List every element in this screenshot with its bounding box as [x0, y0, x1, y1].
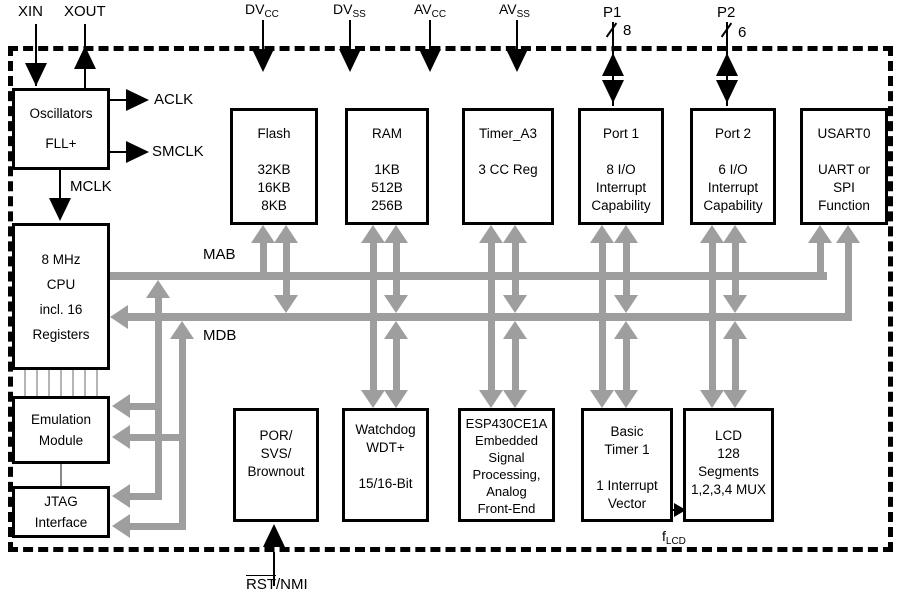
flcd-line	[670, 509, 676, 511]
mab-bus	[110, 272, 827, 280]
avss-pin-label: AVSS	[499, 1, 530, 20]
p2-arrow-up-icon	[716, 53, 738, 76]
dvcc-pin-label: DVCC	[245, 1, 279, 20]
aclk-arrow-icon	[126, 89, 149, 111]
rst-arrow-icon	[263, 524, 285, 547]
chip-boundary	[8, 46, 893, 552]
aclk-label: ACLK	[154, 91, 194, 108]
p2-pin-label: P2	[717, 4, 736, 21]
xin-pin-label: XIN	[18, 3, 44, 20]
avcc-pin-label: AVCC	[414, 1, 447, 20]
smclk-arrow-icon	[126, 141, 149, 163]
p2-bus-width: 6	[738, 24, 747, 41]
smclk-line	[110, 151, 127, 153]
dvss-pin-label: DVSS	[333, 1, 366, 20]
p1-pin-label: P1	[603, 4, 622, 21]
mdb-label: MDB	[203, 327, 237, 344]
flcd-label: fLCD	[662, 528, 686, 547]
xout-pin-label: XOUT	[64, 3, 106, 20]
p1-bus-width: 8	[623, 22, 632, 39]
p1-arrow-down-icon	[602, 80, 624, 103]
flcd-arrow-icon	[674, 503, 686, 517]
mclk-arrow-icon	[49, 198, 71, 221]
mdb-to-cpu-arrow-icon	[110, 305, 128, 329]
mclk-label: MCLK	[70, 178, 112, 195]
por-svs-block: POR/SVS/Brownout	[233, 408, 319, 522]
mclk-line	[59, 170, 61, 200]
mab-label: MAB	[203, 246, 236, 263]
aclk-line	[110, 99, 127, 101]
xin-arrow-icon	[25, 63, 47, 86]
p2-arrow-down-icon	[716, 80, 738, 103]
smclk-label: SMCLK	[152, 143, 204, 160]
xout-arrow-icon	[74, 46, 96, 69]
timer-a3-block: Timer_A3 3 CC Reg	[462, 108, 554, 225]
rst-nmi-pin-label: RST/NMI	[246, 576, 308, 593]
p1-arrow-up-icon	[602, 53, 624, 76]
xin-line	[35, 24, 37, 86]
rst-line	[273, 552, 275, 586]
